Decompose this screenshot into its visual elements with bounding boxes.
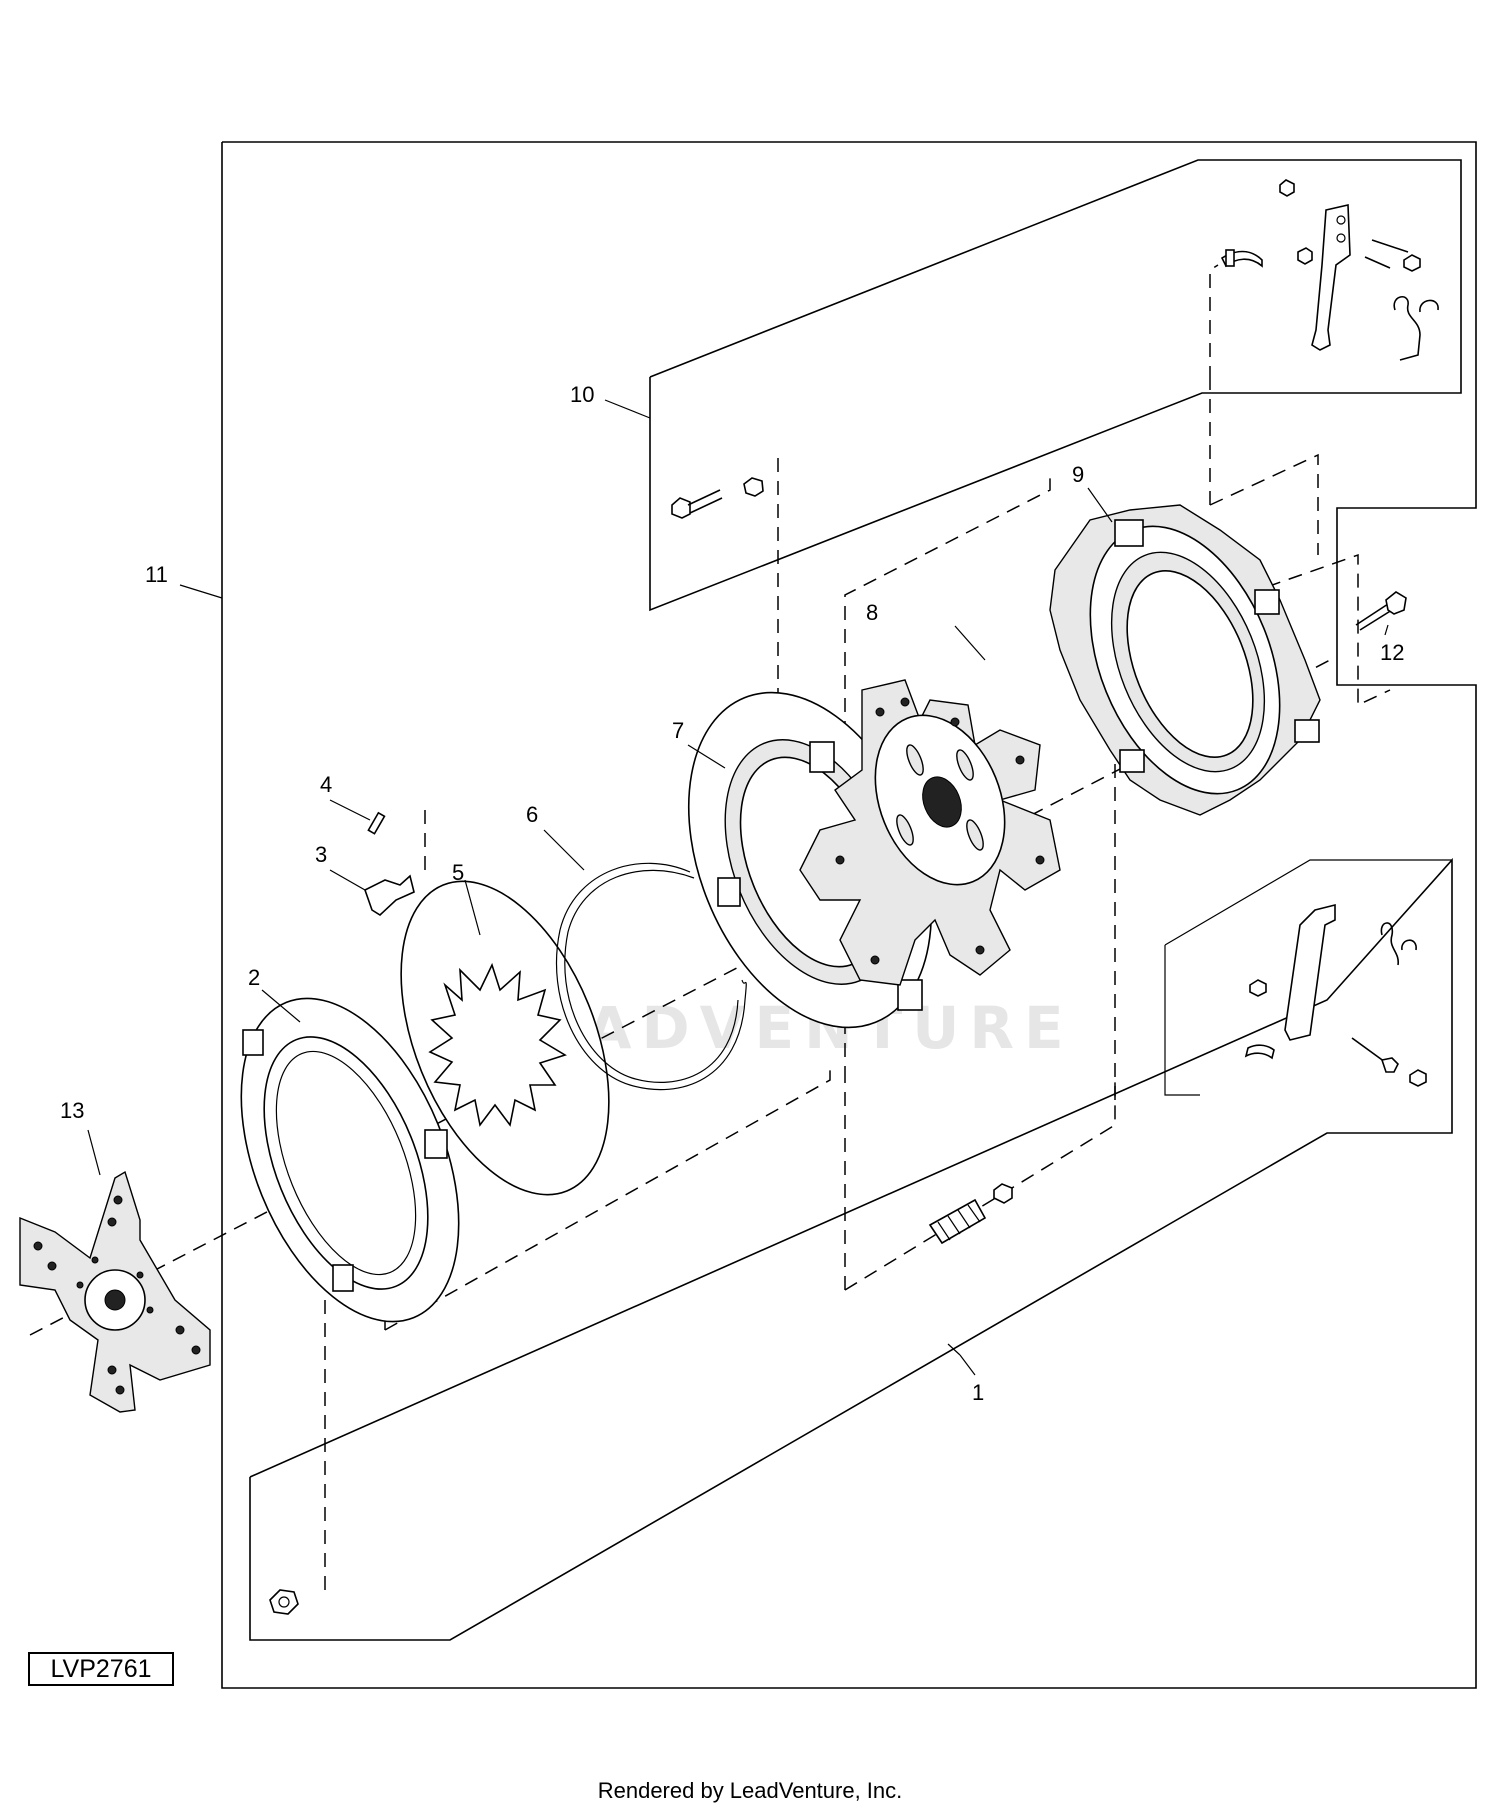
bracket-clip-icon <box>364 874 415 917</box>
callout-1: 1 <box>972 1380 984 1405</box>
callout-12: 12 <box>1380 640 1404 665</box>
callout-3: 3 <box>315 842 327 867</box>
clutch-housing-cover-icon <box>1049 504 1321 816</box>
clutch-disc-icon <box>799 679 1061 986</box>
pin-icon <box>367 811 386 835</box>
callout-2: 2 <box>248 965 260 990</box>
alignment-dashes <box>29 264 1391 1590</box>
callout-11: 11 <box>145 562 168 587</box>
pressure-plate-ring-icon <box>240 997 460 1323</box>
callout-8: 8 <box>866 600 878 625</box>
lower-lever-kit-icon <box>1244 903 1427 1087</box>
callout-10: 10 <box>570 382 594 407</box>
group-1-frame <box>249 857 1453 1641</box>
callout-4: 4 <box>320 772 332 797</box>
group-11-frame <box>221 141 1477 1689</box>
rendered-by-footer: Rendered by LeadVenture, Inc. <box>597 1778 903 1803</box>
spring-and-nut-icon <box>928 1183 1013 1245</box>
snap-ring-icon <box>555 862 747 1091</box>
upper-lever-kit-icon <box>1220 179 1439 361</box>
lower-lever-box <box>1164 859 1452 946</box>
leader-lines <box>87 399 1389 1376</box>
diagram-reference-code: LVP2761 <box>28 1652 174 1686</box>
group-10-frame <box>649 159 1462 612</box>
callout-6: 6 <box>526 802 538 827</box>
cap-screw-icon <box>1355 591 1407 631</box>
callout-13: 13 <box>60 1098 84 1123</box>
damper-disc-icon <box>19 1170 211 1413</box>
bolt-and-nut-icon <box>671 477 764 519</box>
hex-nut-icon <box>269 1589 299 1615</box>
callout-7: 7 <box>672 718 684 743</box>
lower-lever-box-side <box>1164 945 1200 1096</box>
callout-5: 5 <box>452 860 464 885</box>
callout-9: 9 <box>1072 462 1084 487</box>
